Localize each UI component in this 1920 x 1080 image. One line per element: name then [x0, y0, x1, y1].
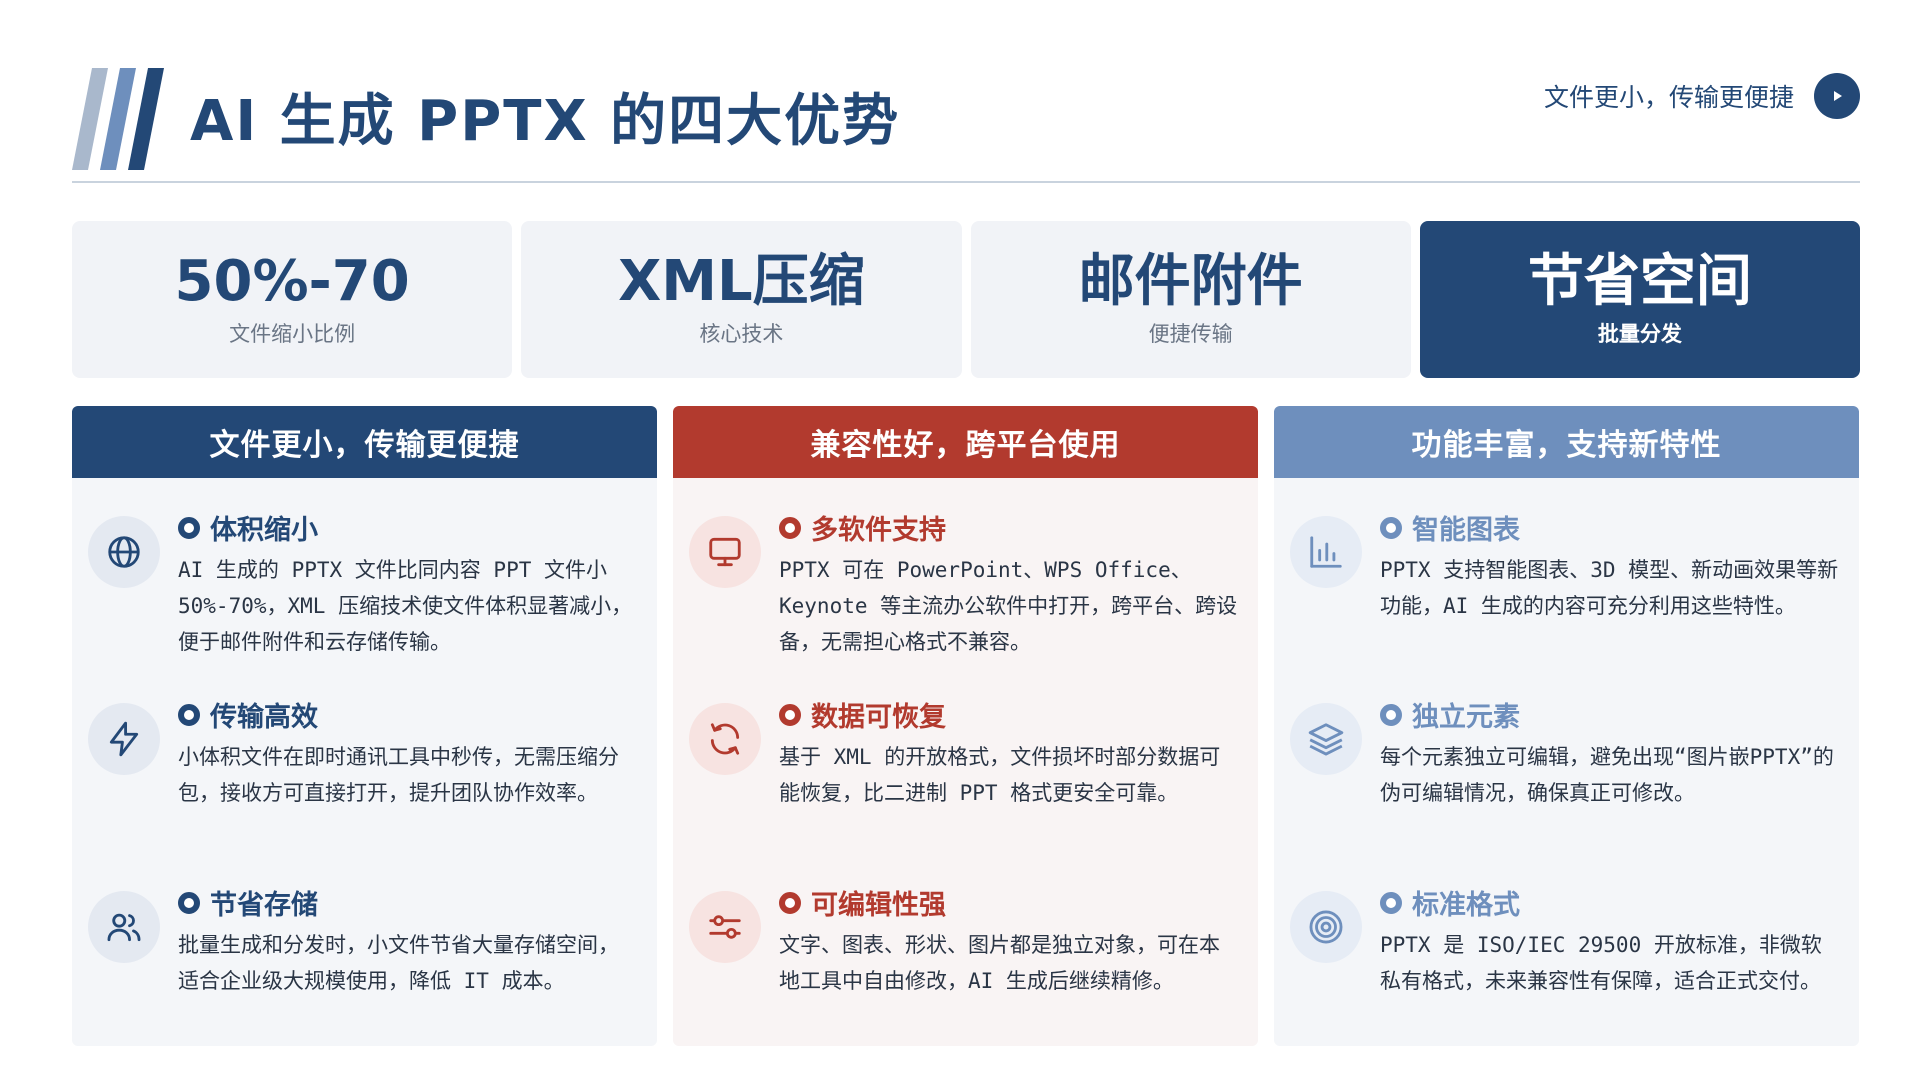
- monitor-icon: [689, 516, 761, 588]
- stat-card: XML压缩 核心技术: [521, 221, 962, 378]
- feature-columns: 文件更小，传输更便捷 体积缩小 AI 生成的 PPTX 文件比同内容 PPT 文…: [72, 406, 1860, 1046]
- feature-item: 节省存储 批量生成和分发时，小文件节省大量存储空间，适合企业级大规模使用，降低 …: [72, 883, 657, 1046]
- column-heading: 兼容性好，跨平台使用: [673, 406, 1258, 478]
- feature-item: 传输高效 小体积文件在即时通讯工具中秒传，无需压缩分包，接收方可直接打开，提升团…: [72, 695, 657, 865]
- feature-item: 体积缩小 AI 生成的 PPTX 文件比同内容 PPT 文件小 50%-70%，…: [72, 508, 657, 678]
- stat-label: 文件缩小比例: [229, 322, 356, 347]
- feature-item: 标准格式 PPTX 是 ISO/IEC 29500 开放标准，非微软私有格式，未…: [1274, 883, 1859, 1046]
- stat-label: 便捷传输: [1148, 322, 1233, 347]
- bullet-dot: [779, 891, 801, 914]
- stat-value: 邮件附件: [1078, 248, 1303, 314]
- feature-description: 小体积文件在即时通讯工具中秒传，无需压缩分包，接收方可直接打开，提升团队协作效率…: [178, 745, 619, 805]
- feature-title: 数据可恢复: [779, 695, 946, 734]
- bar-chart-icon: [1290, 516, 1362, 588]
- stat-card-highlight: 节省空间 批量分发: [1419, 221, 1860, 378]
- sliders-icon: [689, 891, 761, 963]
- feature-description: PPTX 支持智能图表、3D 模型、新动画效果等新功能，AI 生成的内容可充分利…: [1380, 558, 1839, 618]
- stat-card: 邮件附件 便捷传输: [970, 221, 1411, 378]
- stats-row: 50%-70 文件缩小比例 XML压缩 核心技术 邮件附件 便捷传输 节省空间 …: [72, 221, 1860, 378]
- stat-value: XML压缩: [618, 248, 865, 314]
- stat-label: 核心技术: [699, 322, 784, 347]
- users-icon: [88, 891, 160, 963]
- target-icon: [1290, 891, 1362, 963]
- feature-title: 体积缩小: [178, 508, 318, 547]
- layers-icon: [1290, 703, 1362, 775]
- lightning-icon: [88, 703, 160, 775]
- bullet-dot: [779, 516, 801, 539]
- feature-title: 多软件支持: [779, 508, 946, 547]
- column-heading: 功能丰富，支持新特性: [1274, 406, 1859, 478]
- slide-header: AI 生成 PPTX 的四大优势 文件更小，传输更便捷: [72, 64, 1860, 182]
- column-heading: 文件更小，传输更便捷: [72, 406, 657, 478]
- feature-title: 节省存储: [178, 883, 318, 922]
- feature-title: 标准格式: [1380, 883, 1520, 922]
- column-compatibility: 兼容性好，跨平台使用 多软件支持 PPTX 可在 PowerPoint、WPS …: [673, 406, 1258, 1046]
- column-features: 功能丰富，支持新特性 智能图表 PPTX 支持智能图表、3D 模型、新动画效果等…: [1274, 406, 1859, 1046]
- bullet-dot: [1380, 703, 1402, 726]
- stat-value: 节省空间: [1527, 248, 1752, 314]
- feature-title: 可编辑性强: [779, 883, 946, 922]
- bullet-dot: [1380, 516, 1402, 539]
- feature-item: 独立元素 每个元素独立可编辑，避免出现“图片嵌PPTX”的伪可编辑情况，确保真正…: [1274, 695, 1859, 865]
- subtitle-text: 文件更小，传输更便捷: [1543, 83, 1794, 112]
- bullet-dot: [178, 891, 200, 914]
- decorative-stripes: [72, 68, 164, 170]
- feature-item: 智能图表 PPTX 支持智能图表、3D 模型、新动画效果等新功能，AI 生成的内…: [1274, 508, 1859, 678]
- feature-item: 数据可恢复 基于 XML 的开放格式，文件损坏时部分数据可能恢复，比二进制 PP…: [673, 695, 1258, 865]
- feature-description: AI 生成的 PPTX 文件比同内容 PPT 文件小 50%-70%，XML 压…: [178, 558, 633, 654]
- play-icon[interactable]: [1814, 73, 1860, 119]
- feature-description: 基于 XML 的开放格式，文件损坏时部分数据可能恢复，比二进制 PPT 格式更安…: [779, 745, 1221, 805]
- feature-description: 每个元素独立可编辑，避免出现“图片嵌PPTX”的伪可编辑情况，确保真正可修改。: [1380, 745, 1834, 805]
- stat-value: 50%-70: [174, 248, 410, 314]
- stat-card: 50%-70 文件缩小比例: [72, 221, 513, 378]
- bullet-dot: [779, 703, 801, 726]
- bullet-dot: [1380, 891, 1402, 914]
- feature-item: 可编辑性强 文字、图表、形状、图片都是独立对象，可在本地工具中自由修改，AI 生…: [673, 883, 1258, 1046]
- stat-label: 批量分发: [1597, 322, 1682, 347]
- feature-item: 多软件支持 PPTX 可在 PowerPoint、WPS Office、Keyn…: [673, 508, 1258, 678]
- globe-icon: [88, 516, 160, 588]
- column-size: 文件更小，传输更便捷 体积缩小 AI 生成的 PPTX 文件比同内容 PPT 文…: [72, 406, 657, 1046]
- feature-title: 传输高效: [178, 695, 318, 734]
- page-title: AI 生成 PPTX 的四大优势: [190, 89, 901, 154]
- bullet-dot: [178, 703, 200, 726]
- refresh-icon: [689, 703, 761, 775]
- column-body: 体积缩小 AI 生成的 PPTX 文件比同内容 PPT 文件小 50%-70%，…: [72, 478, 657, 1046]
- feature-description: 文字、图表、形状、图片都是独立对象，可在本地工具中自由修改，AI 生成后继续精修…: [779, 933, 1220, 993]
- bullet-dot: [178, 516, 200, 539]
- feature-title: 独立元素: [1380, 695, 1520, 734]
- column-body: 多软件支持 PPTX 可在 PowerPoint、WPS Office、Keyn…: [673, 478, 1258, 1046]
- subtitle-link[interactable]: 文件更小，传输更便捷: [1544, 72, 1860, 120]
- feature-description: 批量生成和分发时，小文件节省大量存储空间，适合企业级大规模使用，降低 IT 成本…: [178, 933, 619, 993]
- column-body: 智能图表 PPTX 支持智能图表、3D 模型、新动画效果等新功能，AI 生成的内…: [1274, 478, 1859, 1046]
- feature-description: PPTX 可在 PowerPoint、WPS Office、Keynote 等主…: [779, 558, 1238, 654]
- header-divider: [72, 181, 1860, 183]
- feature-description: PPTX 是 ISO/IEC 29500 开放标准，非微软私有格式，未来兼容性有…: [1380, 933, 1822, 993]
- feature-title: 智能图表: [1380, 508, 1520, 547]
